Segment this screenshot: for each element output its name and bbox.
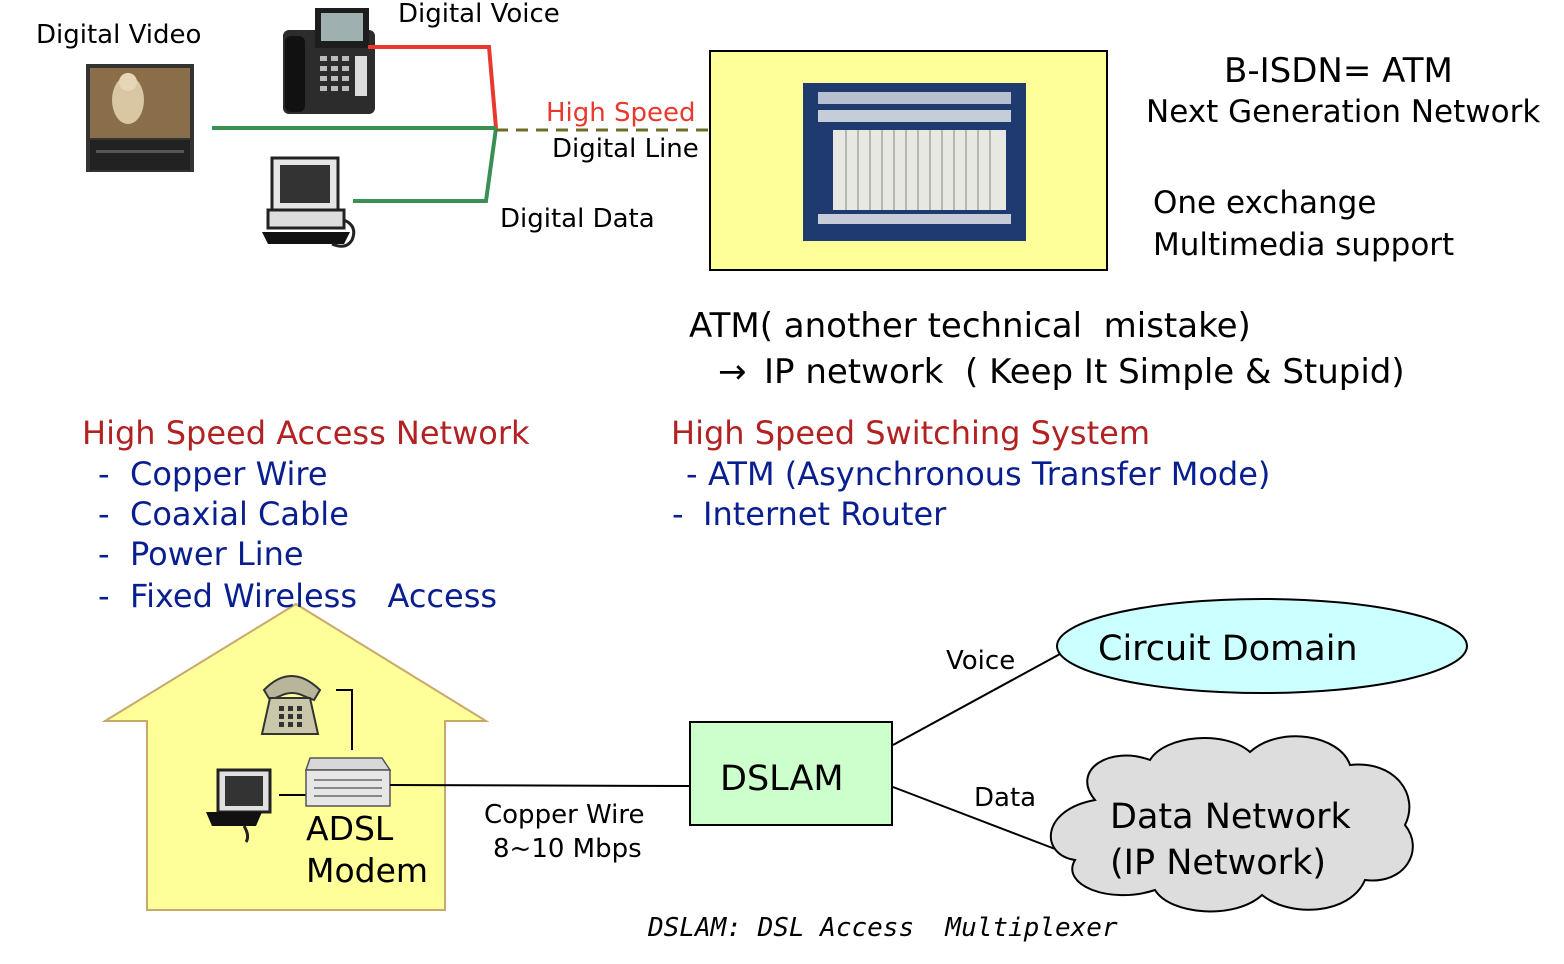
label-digital-video: Digital Video xyxy=(36,20,202,50)
arrow-icon: → xyxy=(718,352,747,392)
adsl-label: ADSL xyxy=(306,809,394,848)
switching-heading: High Speed Switching System xyxy=(671,414,1150,452)
switching-item-router: Internet Router xyxy=(703,495,947,533)
access-item-dash: - xyxy=(98,495,110,533)
access-item-copper: Copper Wire xyxy=(130,455,328,493)
phone-cable xyxy=(336,689,353,750)
switch-rack-icon xyxy=(803,83,1026,241)
access-item-coaxial: Coaxial Cable xyxy=(130,495,349,533)
computer-icon xyxy=(262,156,356,248)
access-item-power: Power Line xyxy=(130,535,304,573)
bisdn-title: B-ISDN= ATM xyxy=(1224,51,1453,91)
access-heading: High Speed Access Network xyxy=(82,414,530,452)
circuit-domain-label: Circuit Domain xyxy=(1098,629,1358,669)
copper-wire-label: Copper Wire xyxy=(484,800,645,830)
desk-phone-icon xyxy=(283,8,375,114)
label-digital-line: Digital Line xyxy=(552,134,699,164)
access-item-wireless: Fixed Wireless Access xyxy=(130,577,498,615)
access-item-dash: - xyxy=(98,455,110,493)
one-exchange: One exchange xyxy=(1153,185,1377,221)
switching-item-atm: ATM (Asynchronous Transfer Mode) xyxy=(708,455,1271,493)
access-item-dash: - xyxy=(98,535,110,573)
copper-line xyxy=(389,784,691,787)
access-item-dash: - xyxy=(98,577,110,615)
modem-label: Modem xyxy=(306,851,429,890)
label-high-speed: High Speed xyxy=(546,98,696,128)
pc-icon xyxy=(206,768,272,843)
telephone-icon xyxy=(260,675,322,735)
house-shape xyxy=(101,602,490,911)
circuit-domain-ellipse xyxy=(1056,598,1468,694)
multimedia-support: Multimedia support xyxy=(1153,227,1455,263)
atm-mistake-line: ATM( another technical mistake) xyxy=(689,306,1251,346)
voice-line xyxy=(368,45,498,129)
voice-link xyxy=(892,653,1061,746)
ip-network-line: IP network ( Keep It Simple & Stupid) xyxy=(764,352,1405,392)
dslam-box xyxy=(689,721,893,826)
dslam-footnote: DSLAM: DSL Access Multiplexer xyxy=(648,913,1118,943)
ip-network-label: (IP Network) xyxy=(1110,843,1326,883)
label-digital-voice: Digital Voice xyxy=(398,0,560,29)
adsl-modem-icon xyxy=(304,757,392,807)
tv-icon xyxy=(86,64,194,172)
data-line xyxy=(353,127,498,203)
switching-item-dash: - xyxy=(672,495,684,533)
copper-speed-label: 8~10 Mbps xyxy=(493,834,642,864)
data-network-cloud xyxy=(1049,735,1414,913)
next-gen-network: Next Generation Network xyxy=(1146,94,1541,130)
dslam-label: DSLAM xyxy=(720,759,844,799)
label-digital-data: Digital Data xyxy=(500,204,655,234)
switching-item-dash: - xyxy=(686,455,698,493)
data-network-label: Data Network xyxy=(1110,797,1351,837)
voice-label: Voice xyxy=(946,646,1016,676)
data-link xyxy=(892,786,1064,853)
data-label: Data xyxy=(974,783,1037,813)
